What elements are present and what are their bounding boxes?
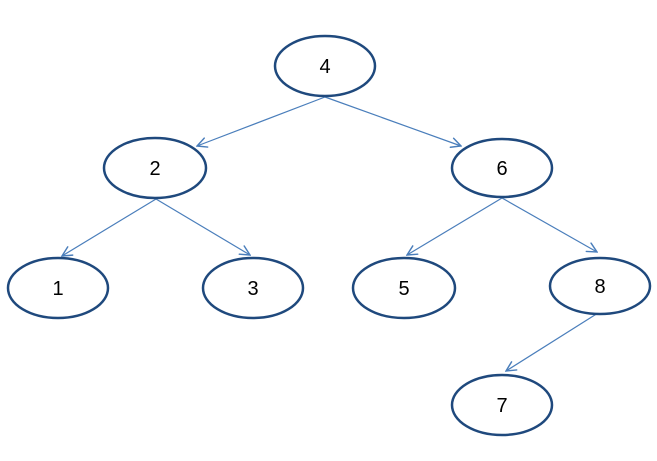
tree-node-4: 4	[273, 34, 377, 98]
node-ellipse-3	[201, 256, 305, 320]
tree-node-1: 1	[6, 256, 110, 320]
node-label-3: 3	[247, 278, 258, 300]
edge-8-to-7	[506, 312, 599, 371]
node-ellipse-8	[548, 256, 652, 316]
node-label-5: 5	[398, 278, 409, 300]
edge-2-to-1	[62, 198, 157, 256]
node-ellipse-4	[273, 34, 377, 98]
edge-4-to-2	[197, 96, 326, 146]
tree-node-2: 2	[102, 136, 208, 200]
edge-6-to-5	[407, 197, 503, 255]
tree-node-5: 5	[351, 256, 457, 320]
node-label-4: 4	[319, 56, 330, 78]
tree-node-7: 7	[450, 373, 554, 437]
node-label-7: 7	[496, 395, 507, 417]
node-ellipse-5	[351, 256, 457, 320]
node-label-1: 1	[52, 278, 63, 300]
node-label-8: 8	[594, 276, 605, 298]
node-ellipse-1	[6, 256, 110, 320]
tree-node-6: 6	[450, 137, 554, 199]
node-ellipse-6	[450, 137, 554, 199]
edge-4-to-6	[324, 96, 461, 146]
node-label-2: 2	[149, 158, 160, 180]
edge-2-to-3	[155, 198, 250, 255]
tree-node-8: 8	[548, 256, 652, 316]
edge-6-to-8	[501, 197, 597, 252]
tree-node-3: 3	[201, 256, 305, 320]
node-ellipse-7	[450, 373, 554, 437]
node-label-6: 6	[496, 158, 507, 180]
node-ellipse-2	[102, 136, 208, 200]
